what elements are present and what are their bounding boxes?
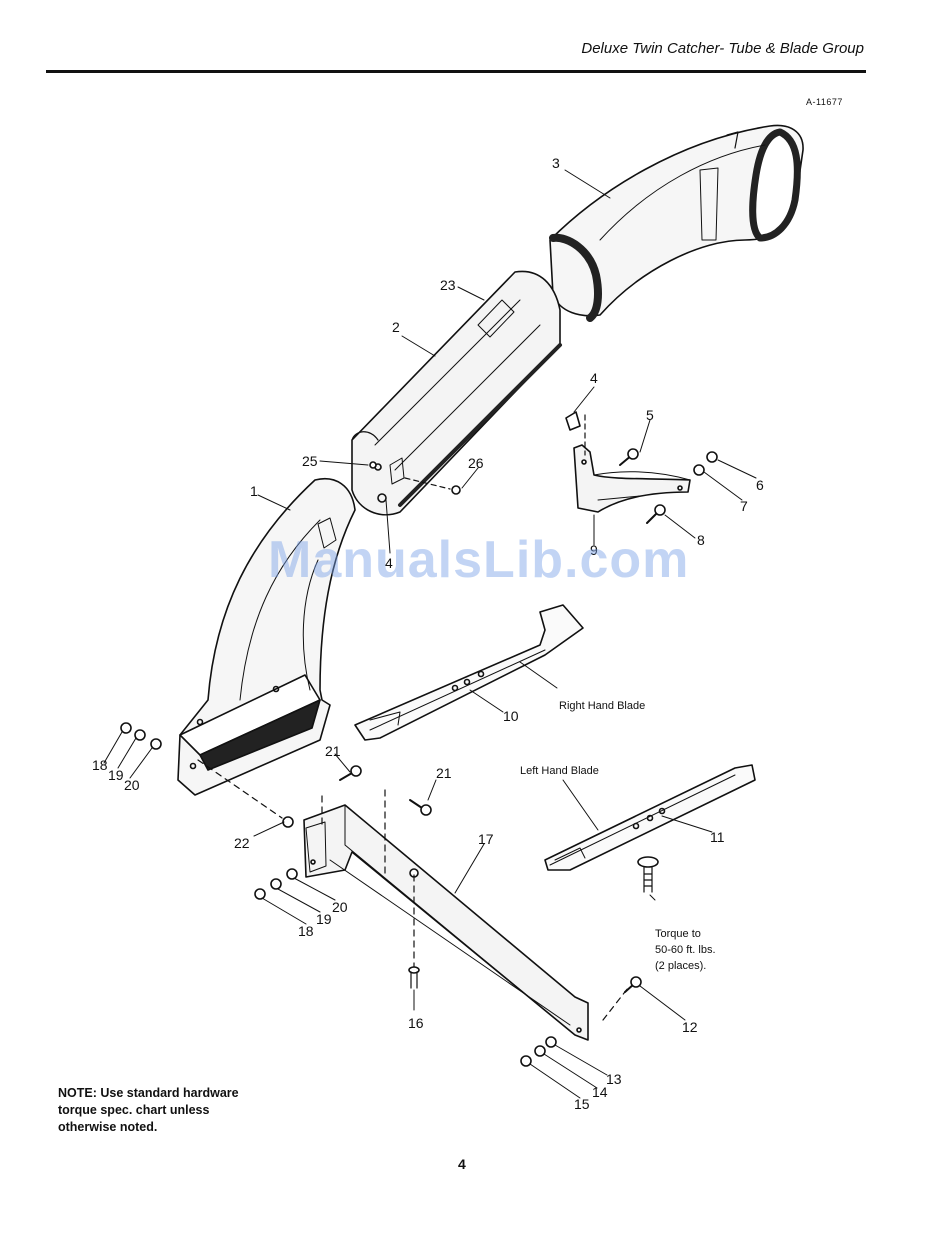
label-part-6: 6 <box>756 477 764 493</box>
label-part-25: 25 <box>302 453 318 469</box>
screw-part-5 <box>620 449 638 465</box>
note-line-3: otherwise noted. <box>58 1119 318 1136</box>
nut-part-4 <box>566 412 580 430</box>
callout-left-hand-blade: Left Hand Blade <box>520 765 599 777</box>
bolt-part-21-b <box>410 800 431 815</box>
washer-part-14 <box>535 1046 545 1056</box>
label-part-12: 12 <box>682 1019 698 1035</box>
label-part-5: 5 <box>646 407 654 423</box>
nut-part-18-upper <box>121 723 131 733</box>
mounting-bar-part-17 <box>304 805 588 1040</box>
washer-part-19-upper <box>135 730 145 740</box>
washer-part-20-upper <box>151 739 161 749</box>
nut-part-6 <box>707 452 717 462</box>
callout-right-hand-blade: Right Hand Blade <box>559 700 645 712</box>
bolt-part-16 <box>409 967 419 988</box>
label-part-13: 13 <box>606 1071 622 1087</box>
nut-part-18-lower <box>255 889 265 899</box>
label-part-26: 26 <box>468 455 484 471</box>
callout-torque-line-2: 50-60 ft. lbs. <box>655 944 716 956</box>
label-part-18-lower: 18 <box>298 923 314 939</box>
left-hand-blade-part-11 <box>545 765 755 870</box>
label-part-4-upper: 4 <box>590 370 598 386</box>
label-part-19-lower: 19 <box>316 911 332 927</box>
washer-part-7 <box>694 465 704 475</box>
bolt-part-12 <box>625 977 641 992</box>
washer-part-20-lower <box>287 869 297 879</box>
label-part-1: 1 <box>250 483 258 499</box>
label-part-21-right: 21 <box>436 765 452 781</box>
bolt-part-21-a <box>340 766 361 780</box>
washer-part-19-lower <box>271 879 281 889</box>
label-part-23: 23 <box>440 277 456 293</box>
blade-bolt <box>638 857 658 892</box>
label-part-17: 17 <box>478 831 494 847</box>
straight-tube-part-2 <box>352 271 560 514</box>
right-hand-blade-part-10 <box>355 605 583 740</box>
label-part-21-left: 21 <box>325 743 341 759</box>
callout-torque-line-1: Torque to <box>655 928 701 940</box>
label-part-10: 10 <box>503 708 519 724</box>
label-part-3: 3 <box>552 155 560 171</box>
hardware-note: NOTE: Use standard hardware torque spec.… <box>58 1085 318 1136</box>
screw-part-25 <box>370 462 376 468</box>
label-part-2: 2 <box>392 319 400 335</box>
callout-torque-line-3: (2 places). <box>655 960 706 972</box>
nut-part-26 <box>452 486 460 494</box>
label-part-19-upper: 19 <box>108 767 124 783</box>
nut-part-15 <box>521 1056 531 1066</box>
label-part-22: 22 <box>234 835 250 851</box>
note-line-1: NOTE: Use standard hardware <box>58 1085 318 1102</box>
label-part-7: 7 <box>740 498 748 514</box>
label-part-20-upper: 20 <box>124 777 140 793</box>
bolt-part-8 <box>647 505 665 523</box>
label-part-14: 14 <box>592 1084 608 1100</box>
label-part-15: 15 <box>574 1096 590 1112</box>
label-part-11: 11 <box>710 829 725 845</box>
washer-part-13 <box>546 1037 556 1047</box>
label-part-8: 8 <box>697 532 705 548</box>
page-number: 4 <box>458 1156 466 1172</box>
label-part-20-lower: 20 <box>332 899 348 915</box>
label-part-16: 16 <box>408 1015 424 1031</box>
note-line-2: torque spec. chart unless <box>58 1102 318 1119</box>
upper-chute-part-3 <box>550 125 803 318</box>
watermark: ManualsLib.com <box>268 530 689 590</box>
label-part-18-upper: 18 <box>92 757 108 773</box>
